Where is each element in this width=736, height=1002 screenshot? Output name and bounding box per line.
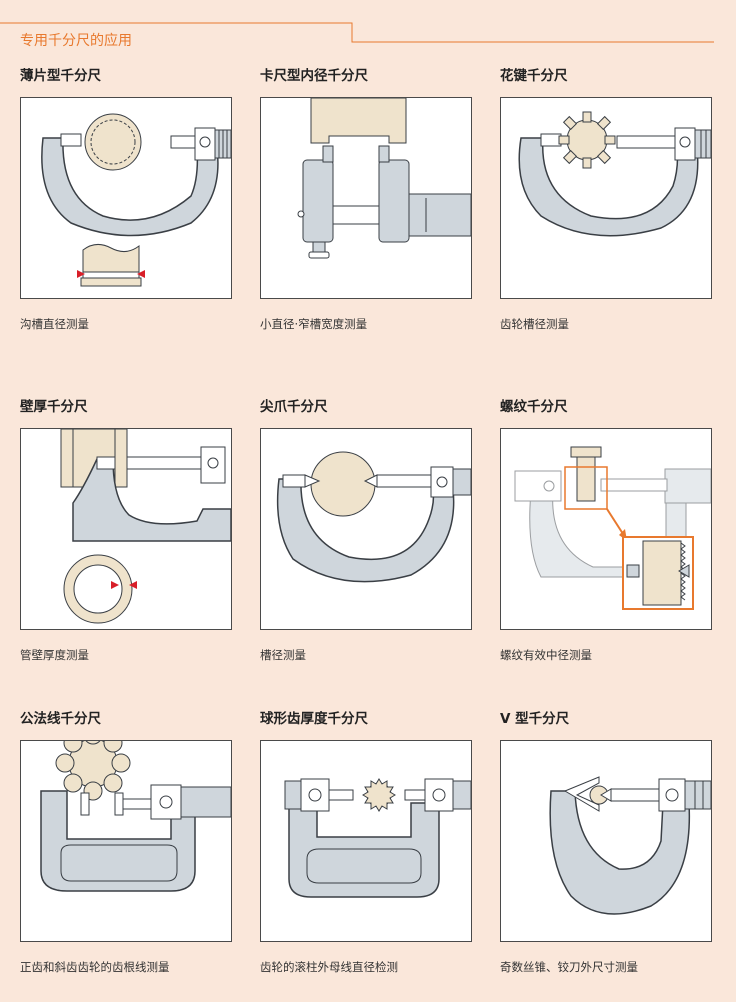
sheet-metal-micrometer-icon	[41, 113, 231, 287]
illustration-frame	[20, 740, 232, 942]
illustration-frame	[260, 428, 472, 630]
tube-micrometer-icon	[60, 429, 231, 624]
card-caption: 齿轮槽径测量	[500, 317, 569, 331]
card-caption: 小直径·窄槽宽度测量	[260, 317, 368, 331]
illustration-frame	[500, 428, 712, 630]
header-divider	[0, 22, 714, 43]
card-title: 花键千分尺	[500, 68, 568, 84]
screw-thread-micrometer-icon	[514, 446, 711, 610]
card-caption: 沟槽直径测量	[20, 317, 89, 331]
card-title: 球形齿厚度千分尺	[260, 711, 368, 727]
card-title: 壁厚千分尺	[20, 399, 88, 415]
card-caption: 正齿和斜齿齿轮的齿根线测量	[20, 960, 170, 974]
disk-micrometer-icon	[40, 741, 231, 892]
point-micrometer-icon	[276, 451, 471, 583]
card-caption: 奇数丝锥、铰刀外尺寸测量	[500, 960, 638, 974]
ball-tooth-micrometer-icon	[284, 778, 471, 898]
illustration-frame	[500, 97, 712, 299]
illustration-frame	[260, 740, 472, 942]
card-title: 薄片型千分尺	[20, 68, 101, 84]
card-title: 公法线千分尺	[20, 711, 101, 727]
spline-micrometer-icon	[518, 111, 711, 237]
card-caption: 管壁厚度测量	[20, 648, 89, 662]
card-title: 螺纹千分尺	[500, 399, 568, 415]
caliper-inside-micrometer-icon	[297, 98, 471, 259]
card-caption: 齿轮的滚柱外母线直径检测	[260, 960, 398, 974]
v-anvil-micrometer-icon	[549, 776, 711, 915]
page-title: 专用千分尺的应用	[20, 33, 132, 49]
card-title: 尖爪千分尺	[260, 399, 328, 415]
card-caption: 槽径测量	[260, 648, 306, 662]
card-title: V 型千分尺	[500, 711, 570, 727]
illustration-frame	[500, 740, 712, 942]
illustration-frame	[260, 97, 472, 299]
illustration-frame	[20, 428, 232, 630]
illustration-frame	[20, 97, 232, 299]
card-caption: 螺纹有效中径测量	[500, 648, 592, 662]
card-title: 卡尺型内径千分尺	[260, 68, 368, 84]
